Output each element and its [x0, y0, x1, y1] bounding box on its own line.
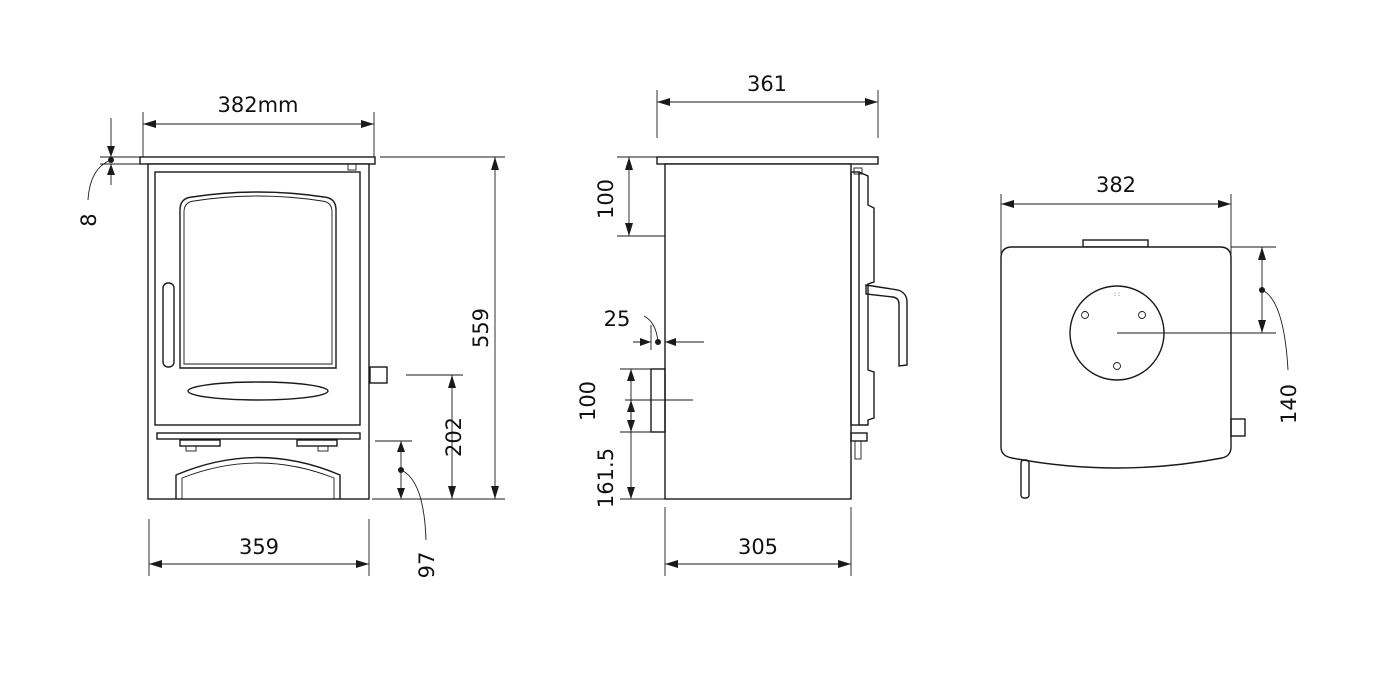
dim-side-flue-gap: 25	[604, 307, 631, 331]
front-air-vent	[187, 381, 329, 401]
side-view	[625, 156, 908, 500]
plan-rear-vent	[1082, 239, 1149, 248]
side-dimensions: 361 100 25 100 161.5	[576, 72, 879, 576]
dim-side-top-depth: 361	[747, 72, 787, 96]
front-ash-lip	[156, 432, 361, 440]
side-rear-vent	[650, 368, 666, 433]
dim-plan-flue-offset: 140	[1277, 384, 1301, 424]
front-view	[139, 156, 388, 500]
dim-side-base-depth: 305	[738, 535, 778, 559]
plan-top-outline	[1000, 246, 1232, 469]
side-door-handle	[865, 284, 908, 367]
front-outlet-stub	[369, 366, 388, 384]
svg-text:: :: : :	[1114, 291, 1120, 298]
dim-front-height: 559	[469, 308, 493, 348]
plan-handle	[1020, 459, 1030, 499]
plan-view: : :	[1000, 239, 1246, 499]
plan-dimensions: 382 140	[1000, 173, 1301, 424]
dim-side-vent-base: 161.5	[594, 448, 618, 508]
dim-side-top-offset: 100	[594, 179, 618, 219]
dim-side-vent-height: 100	[576, 381, 600, 421]
front-top-plate	[139, 156, 376, 165]
front-ash-pan	[175, 456, 341, 499]
side-stove-body	[664, 163, 852, 500]
plan-outlet-stub	[1230, 418, 1246, 437]
side-top-plate	[656, 156, 879, 165]
dim-plan-width: 382	[1096, 173, 1136, 197]
front-door	[154, 171, 361, 426]
dim-front-top-plate: 8	[77, 213, 101, 226]
dim-front-outlet-offset: 97	[415, 552, 439, 579]
front-door-handle	[162, 282, 175, 368]
side-door-profile	[850, 171, 860, 426]
front-dimensions: 382mm 8 559 202 97	[77, 93, 505, 578]
dim-front-outlet-height: 202	[442, 417, 466, 457]
front-glass	[179, 191, 337, 369]
dim-front-width-top: 382mm	[218, 93, 299, 117]
dim-front-base-width: 359	[239, 535, 279, 559]
